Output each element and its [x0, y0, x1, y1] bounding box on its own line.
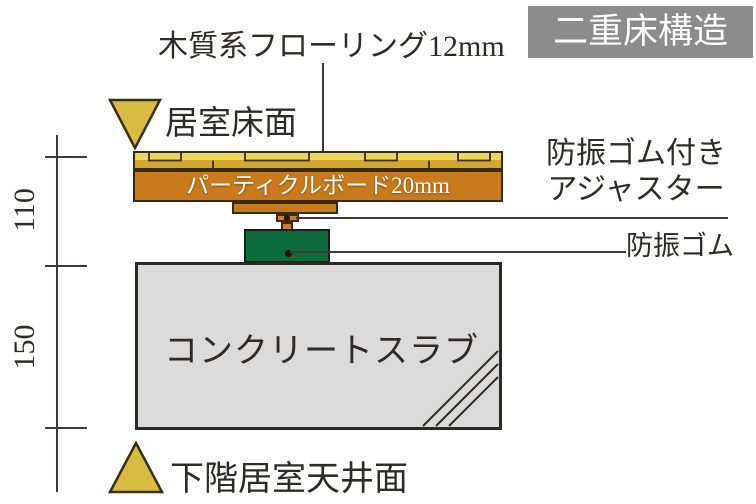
room-floor-label: 居室床面 [165, 106, 297, 142]
adjuster-label-line2: アジャスター [547, 173, 725, 206]
rubber-leader-dot [285, 250, 292, 257]
slab-hatch-lines [422, 350, 499, 427]
rubber-label: 防振ゴム [626, 231, 734, 261]
dimension-tick-top [45, 156, 87, 158]
vibration-rubber-block [244, 229, 330, 263]
dimension-line [56, 135, 58, 492]
flooring-label: 木質系フローリング12mm [158, 30, 505, 63]
title-badge: 二重床構造 [528, 6, 753, 58]
flooring-leader-line [322, 63, 324, 155]
adjuster-label: 防振ゴム付き アジャスター [540, 136, 732, 208]
particle-board-label: パーティクルボード20mm [186, 173, 450, 198]
adjuster-base-plate [232, 202, 338, 214]
rubber-leader-line [290, 251, 626, 253]
dimension-value-110: 110 [8, 188, 41, 232]
triangle-up-icon [108, 441, 164, 494]
adjuster-leader-dot [284, 215, 290, 221]
ceiling-label: 下階居室天井面 [170, 461, 408, 498]
triangle-down-icon [108, 98, 162, 150]
concrete-slab: コンクリートスラブ [135, 262, 502, 430]
dimension-tick-bottom [45, 427, 87, 429]
dimension-tick-middle [45, 265, 87, 267]
concrete-slab-label: コンクリートスラブ [164, 333, 479, 370]
flooring-layer [133, 151, 503, 170]
adjuster-label-line1: 防振ゴム付き [546, 137, 726, 170]
dimension-value-150: 150 [8, 324, 41, 370]
adjuster-leader-line [296, 217, 728, 219]
particle-board-layer: パーティクルボード20mm [133, 170, 503, 202]
